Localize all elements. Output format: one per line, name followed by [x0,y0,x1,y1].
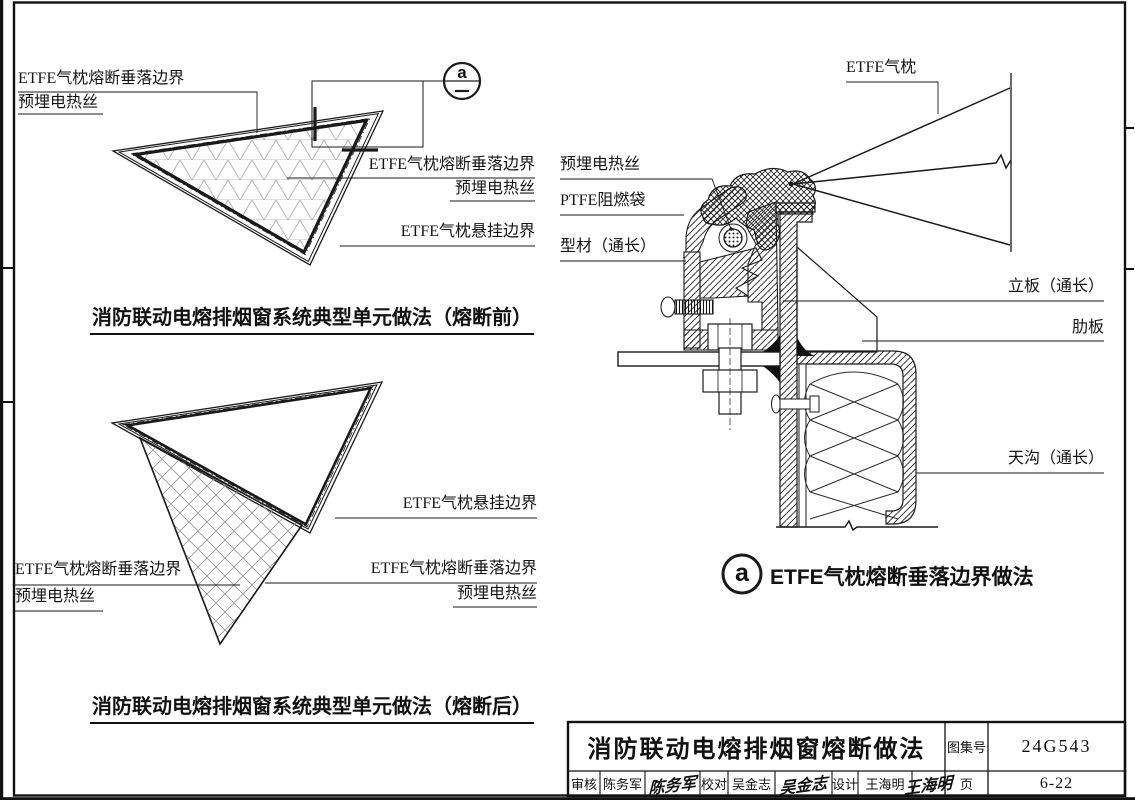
label-vert-plate: 立板（通长） [1007,278,1104,295]
weld-fillets [763,335,815,383]
set-screw [660,296,714,318]
label-heat-wire-3: 预埋电热丝 [15,588,96,605]
label-ptfe-bag: PTFE阻燃袋 [560,192,646,209]
atlas-no: 24G543 [1021,736,1092,756]
fallen-cushion [138,436,304,646]
detail-title-circle [721,553,763,595]
horizontal-plate [617,351,781,367]
caption-after: 消防联动电熔排烟窗系统典型单元做法（熔断后） [90,690,534,724]
triangle-before [18,61,535,266]
caption-before: 消防联动电熔排烟窗系统典型单元做法（熔断前） [90,301,534,335]
titleblock-title: 消防联动电熔排烟窗熔断做法 [587,736,926,763]
check-label: 校对 [700,777,727,792]
label-heat-wire-2: 预埋电热丝 [454,180,535,197]
page-label: 页 [959,777,973,792]
bolt [702,318,758,430]
design-name: 王海明 [865,777,905,792]
detail-leaders [560,81,1104,474]
detail-section [560,73,1104,595]
callout-letter-top: a [457,63,467,82]
detail-circle-letter: a [735,559,749,587]
label-rib-plate: 肋板 [1071,319,1104,336]
gutter [776,350,938,532]
rib-plate [796,245,878,353]
label-fuse-boundary-2: ETFE气枕熔断垂落边界 [368,156,535,173]
check-name: 吴金志 [731,777,771,792]
label-fuse-boundary-4: ETFE气枕熔断垂落边界 [370,560,537,577]
label-gutter: 天沟（通长） [1007,450,1104,467]
label-fuse-boundary-3: ETFE气枕熔断垂落边界 [15,561,182,578]
cushion-clamp-blob [700,167,816,251]
heating-wire [718,223,748,253]
label-fuse-boundary-1: ETFE气枕熔断垂落边界 [18,70,185,87]
page-no: 6-22 [1039,774,1074,792]
label-heat-wire-1: 预埋电热丝 [18,94,99,111]
triangle-after [15,381,537,646]
label-hang-boundary-2: ETFE气枕悬挂边界 [402,495,537,512]
label-heat-wire-detail: 预埋电热丝 [560,156,641,173]
gutter-screw [771,394,820,414]
label-heat-wire-4: 预埋电热丝 [456,585,537,602]
label-profile: 型材（通长） [560,238,657,255]
design-label: 设计 [832,777,859,792]
audit-label: 审核 [570,777,597,792]
detail-callout-symbol [442,61,482,101]
title-block-grid [566,720,1127,798]
detail-caption: ETFE气枕熔断垂落边界做法 [770,566,1034,589]
label-hang-boundary-1: ETFE气枕悬挂边界 [400,223,535,240]
design-signature: 王海明 [904,774,953,798]
atlas-no-label: 图集号 [946,740,986,755]
cushion-fan [788,73,1012,252]
insulation [804,371,904,520]
audit-name: 陈务军 [602,777,642,792]
label-etfe-cushion: ETFE气枕 [846,59,917,76]
